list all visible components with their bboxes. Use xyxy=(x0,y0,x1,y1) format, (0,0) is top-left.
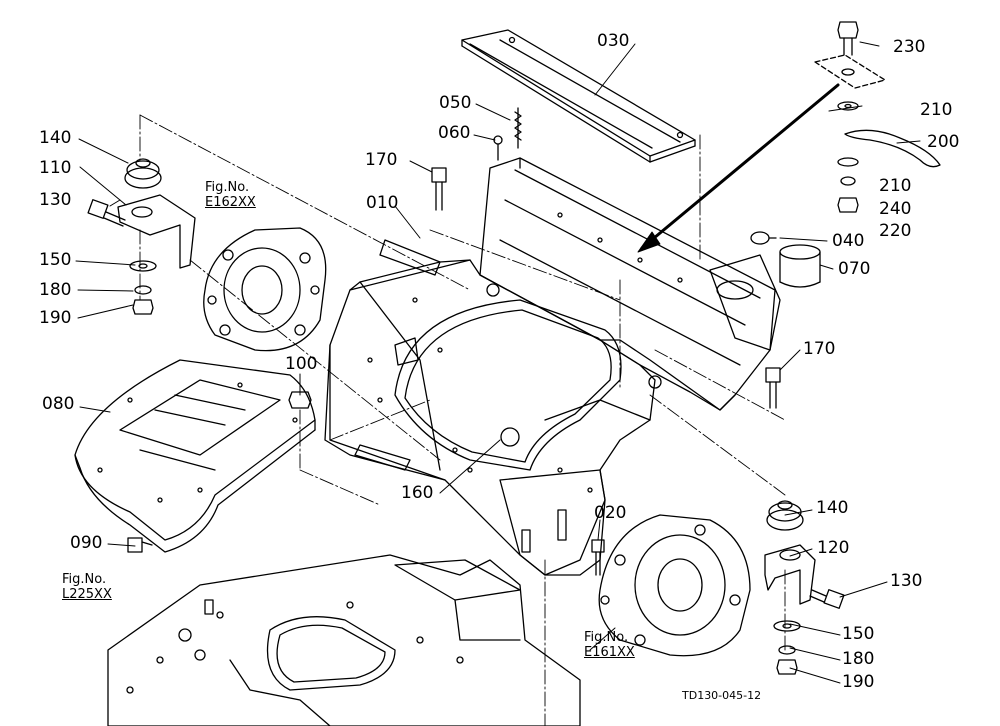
callout-060: 060 xyxy=(438,123,471,143)
assembly-lines xyxy=(139,114,786,726)
part-010-main-frame xyxy=(324,157,781,576)
figure-ref-code: L225XX xyxy=(62,587,112,602)
callout-170-right: 170 xyxy=(803,339,836,359)
callout-160: 160 xyxy=(401,483,434,503)
callout-220: 220 xyxy=(879,221,912,241)
drawing-code: TD130-045-12 xyxy=(682,689,762,702)
callout-140-left: 140 xyxy=(39,128,72,148)
callout-040: 040 xyxy=(832,231,865,251)
callout-110: 110 xyxy=(39,158,72,178)
callout-210-bottom: 210 xyxy=(879,176,912,196)
callout-010: 010 xyxy=(366,193,399,213)
part-030-cover-plate xyxy=(461,29,696,163)
callout-150-right: 150 xyxy=(842,624,875,644)
callout-030: 030 xyxy=(597,31,630,51)
callout-180-right: 180 xyxy=(842,649,875,669)
callout-020: 020 xyxy=(594,503,627,523)
callout-190-right: 190 xyxy=(842,672,875,692)
right-mount-group xyxy=(764,500,845,675)
callout-100: 100 xyxy=(285,354,318,374)
figure-ref-l225xx: Fig.No. L225XX xyxy=(62,572,112,602)
callout-180-left: 180 xyxy=(39,280,72,300)
figure-ref-e161xx: Fig.No. E161XX xyxy=(584,630,635,660)
upper-right-stack xyxy=(637,21,941,253)
part-080-floor-plate xyxy=(74,359,316,553)
figure-ref-label: Fig.No. xyxy=(584,630,629,645)
callout-120: 120 xyxy=(817,538,850,558)
callout-210-top: 210 xyxy=(920,100,953,120)
hardware xyxy=(127,107,821,576)
callout-170-left: 170 xyxy=(365,150,398,170)
callout-230: 230 xyxy=(893,37,926,57)
figure-ref-label: Fig.No. xyxy=(62,572,107,587)
right-housing-e161 xyxy=(598,514,751,657)
figure-ref-code: E162XX xyxy=(205,195,256,210)
lower-chassis xyxy=(107,554,581,726)
callout-190-left: 190 xyxy=(39,308,72,328)
figure-ref-e162xx: Fig.No. E162XX xyxy=(205,180,256,210)
callout-050: 050 xyxy=(439,93,472,113)
callout-240: 240 xyxy=(879,199,912,219)
figure-ref-label: Fig.No. xyxy=(205,180,250,195)
callout-090: 090 xyxy=(70,533,103,553)
callout-200: 200 xyxy=(927,132,960,152)
left-mount-group xyxy=(87,158,196,315)
callout-130-right: 130 xyxy=(890,571,923,591)
callout-140-right: 140 xyxy=(816,498,849,518)
left-housing-e162 xyxy=(203,227,327,352)
callout-070: 070 xyxy=(838,259,871,279)
figure-ref-code: E161XX xyxy=(584,645,635,660)
callout-150-left: 150 xyxy=(39,250,72,270)
callout-080: 080 xyxy=(42,394,75,414)
callout-130-left: 130 xyxy=(39,190,72,210)
